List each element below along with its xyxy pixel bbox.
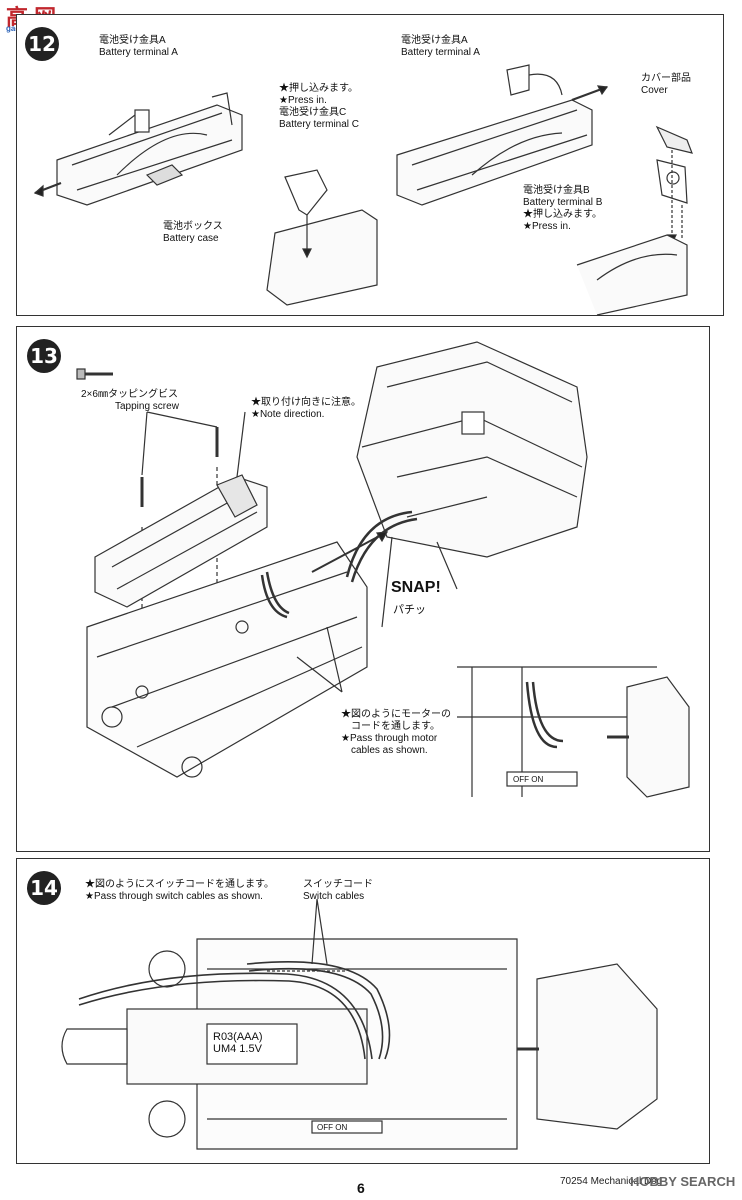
step-14-number: 14: [27, 871, 61, 905]
label-snap-jp: パチッ: [393, 604, 426, 616]
label-battery-marking: R03(AAA)UM4 1.5V: [213, 1031, 263, 1055]
step-12-number: 12: [25, 27, 59, 61]
page-number: 6: [357, 1180, 365, 1196]
label-pass-motor-cables: ★図のようにモーターのコードを通します。 ★Pass through motor…: [341, 709, 451, 756]
label-snap: SNAP!: [391, 579, 441, 596]
step-13-panel: 13: [16, 326, 710, 852]
label-note-direction: ★取り付け向きに注意。★Note direction.: [251, 397, 361, 420]
step-12-panel: 12: [16, 14, 724, 316]
footer-watermark: HOBBY SEARCH: [630, 1174, 736, 1189]
label-switch-off-on-13: OFF ON: [513, 775, 544, 784]
step-13-number: 13: [27, 339, 61, 373]
step-13-illustration: [76, 341, 690, 798]
footer-code: 70254 Mechanical Dog: [560, 1176, 663, 1187]
step-14-panel: 14 ★図のようにスイッチコードを通します。★Pass: [16, 858, 710, 1164]
label-switch-off-on-14: OFF ON: [317, 1123, 348, 1132]
label-pass-switch-cables: ★図のようにスイッチコードを通します。★Pass through switch …: [85, 879, 274, 902]
step-14-illustration: [61, 898, 658, 1150]
step-12-illustration: [33, 64, 693, 315]
